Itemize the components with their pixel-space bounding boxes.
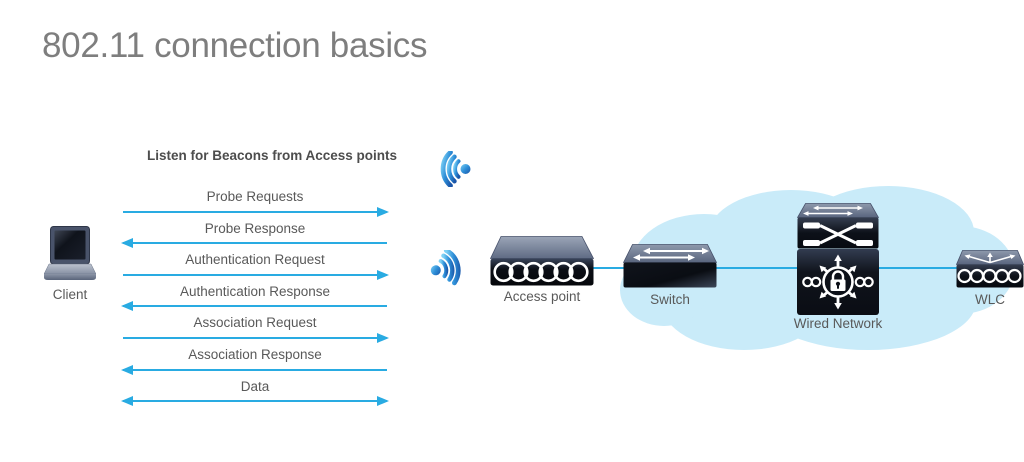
message-arrow: [121, 301, 387, 312]
message-arrow: [121, 238, 387, 249]
message-label: Authentication Response: [179, 283, 331, 299]
sequence-header: Listen for Beacons from Access points: [146, 148, 398, 163]
access-point-label: Access point: [503, 289, 581, 304]
message-label: Association Request: [193, 315, 317, 331]
access-point-icon: [490, 236, 594, 286]
message-row: Association Response: [121, 345, 387, 377]
wired-network-label: Wired Network: [793, 316, 883, 331]
message-sequence: Probe Requests Probe Response Authentica…: [121, 187, 389, 409]
wired-link-line: [592, 267, 958, 269]
message-arrow: [123, 269, 389, 280]
wifi-signal-left-icon: [440, 151, 471, 187]
layer3-switch-icon: [797, 203, 879, 249]
message-row: Association Request: [123, 313, 389, 345]
message-arrow: [121, 396, 389, 407]
message-row: Authentication Response: [121, 282, 387, 314]
wlc-icon: [956, 250, 1024, 288]
message-arrow: [123, 332, 389, 343]
page-title: 802.11 connection basics: [42, 26, 428, 65]
message-row: Probe Requests: [123, 187, 389, 219]
message-row: Data: [121, 377, 389, 409]
client-label: Client: [52, 287, 88, 302]
message-label: Probe Requests: [206, 189, 304, 204]
message-label: Data: [240, 378, 270, 394]
message-row: Probe Response: [121, 219, 387, 251]
switch-label: Switch: [650, 292, 690, 307]
message-label: Authentication Request: [185, 252, 325, 268]
switch-icon: [623, 244, 717, 288]
secure-router-icon: [797, 249, 879, 315]
message-label: Probe Response: [204, 220, 306, 236]
message-arrow: [123, 206, 389, 217]
laptop-icon: [44, 226, 96, 280]
message-arrow: [121, 364, 387, 375]
wifi-signal-right-icon: [430, 250, 461, 286]
wlc-label: WLC: [975, 292, 1005, 307]
message-row: Authentication Request: [123, 250, 389, 282]
message-label: Association Response: [188, 346, 322, 362]
